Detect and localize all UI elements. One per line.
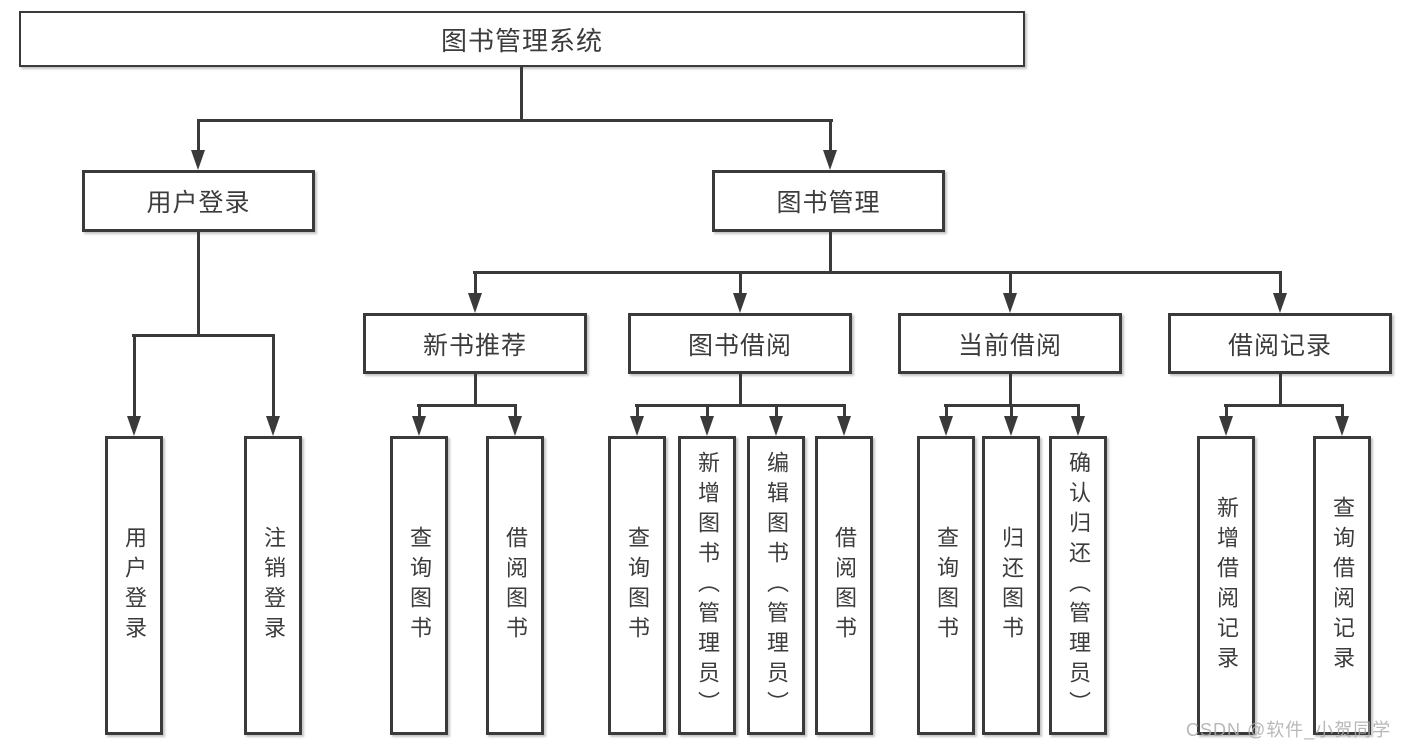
connector-line xyxy=(775,404,778,418)
arrow-down-icon xyxy=(939,416,953,436)
leaf-borrow-book-1: 借阅图书 xyxy=(486,436,544,735)
connector-line xyxy=(945,404,948,418)
connector-line xyxy=(1010,404,1013,418)
connector-line xyxy=(197,119,200,152)
arrow-down-icon xyxy=(837,416,851,436)
arrow-down-icon xyxy=(1003,293,1017,313)
connector-line xyxy=(474,373,477,406)
connector-line xyxy=(272,334,275,418)
arrow-down-icon xyxy=(630,416,644,436)
connector-line xyxy=(1009,373,1012,406)
arrow-down-icon xyxy=(823,150,837,170)
arrow-down-icon xyxy=(1071,416,1085,436)
connector-line xyxy=(1224,404,1344,407)
connector-line xyxy=(739,373,742,406)
arrow-down-icon xyxy=(1219,416,1233,436)
leaf-user-login: 用户登录 xyxy=(105,436,163,735)
connector-line xyxy=(829,119,832,152)
connector-line xyxy=(417,404,517,407)
arrow-down-icon xyxy=(412,416,426,436)
connector-line xyxy=(1077,404,1080,418)
leaf-query-book-2: 查询图书 xyxy=(608,436,666,735)
node-book-management: 图书管理 xyxy=(712,170,945,232)
node-borrow-record: 借阅记录 xyxy=(1168,313,1392,374)
node-user-login: 用户登录 xyxy=(82,170,315,232)
connector-line xyxy=(636,404,639,418)
arrow-down-icon xyxy=(700,416,714,436)
leaf-logout: 注销登录 xyxy=(244,436,302,735)
arrow-down-icon xyxy=(508,416,522,436)
leaf-query-book-1: 查询图书 xyxy=(390,436,448,735)
csdn-watermark: CSDN @软件_小贺同学 xyxy=(1186,720,1392,740)
connector-line xyxy=(197,231,200,336)
leaf-add-borrow-record: 新增借阅记录 xyxy=(1197,436,1255,735)
node-new-book-recommend: 新书推荐 xyxy=(363,313,587,374)
leaf-query-borrow-record: 查询借阅记录 xyxy=(1313,436,1371,735)
leaf-edit-book-admin: 编辑图书（管理员） xyxy=(747,436,805,735)
arrow-down-icon xyxy=(1273,293,1287,313)
connector-line xyxy=(1279,373,1282,406)
connector-line xyxy=(473,271,1282,274)
leaf-add-book-admin: 新增图书（管理员） xyxy=(678,436,736,735)
connector-line xyxy=(474,271,477,295)
leaf-borrow-book-2: 借阅图书 xyxy=(815,436,873,735)
connector-line xyxy=(1009,271,1012,295)
node-current-borrow: 当前借阅 xyxy=(898,313,1122,374)
connector-line xyxy=(635,404,846,407)
connector-line xyxy=(1279,271,1282,295)
connector-line xyxy=(739,271,742,295)
connector-line xyxy=(514,404,517,418)
arrow-down-icon xyxy=(1004,416,1018,436)
connector-line xyxy=(706,404,709,418)
arrow-down-icon xyxy=(1335,416,1349,436)
connector-line xyxy=(133,334,136,418)
connector-line xyxy=(197,119,833,122)
node-root: 图书管理系统 xyxy=(19,11,1025,67)
leaf-query-book-3: 查询图书 xyxy=(917,436,975,735)
connector-line xyxy=(829,231,832,274)
arrow-down-icon xyxy=(266,416,280,436)
connector-line xyxy=(1225,404,1228,418)
arrow-down-icon xyxy=(733,293,747,313)
connector-line xyxy=(1341,404,1344,418)
leaf-return-book: 归还图书 xyxy=(982,436,1040,735)
connector-line xyxy=(520,66,523,122)
node-book-borrow: 图书借阅 xyxy=(628,313,852,374)
connector-line xyxy=(132,334,275,337)
arrow-down-icon xyxy=(468,293,482,313)
connector-line xyxy=(418,404,421,418)
arrow-down-icon xyxy=(191,150,205,170)
arrow-down-icon xyxy=(769,416,783,436)
connector-line xyxy=(843,404,846,418)
arrow-down-icon xyxy=(127,416,141,436)
leaf-confirm-return-admin: 确认归还（管理员） xyxy=(1049,436,1107,735)
